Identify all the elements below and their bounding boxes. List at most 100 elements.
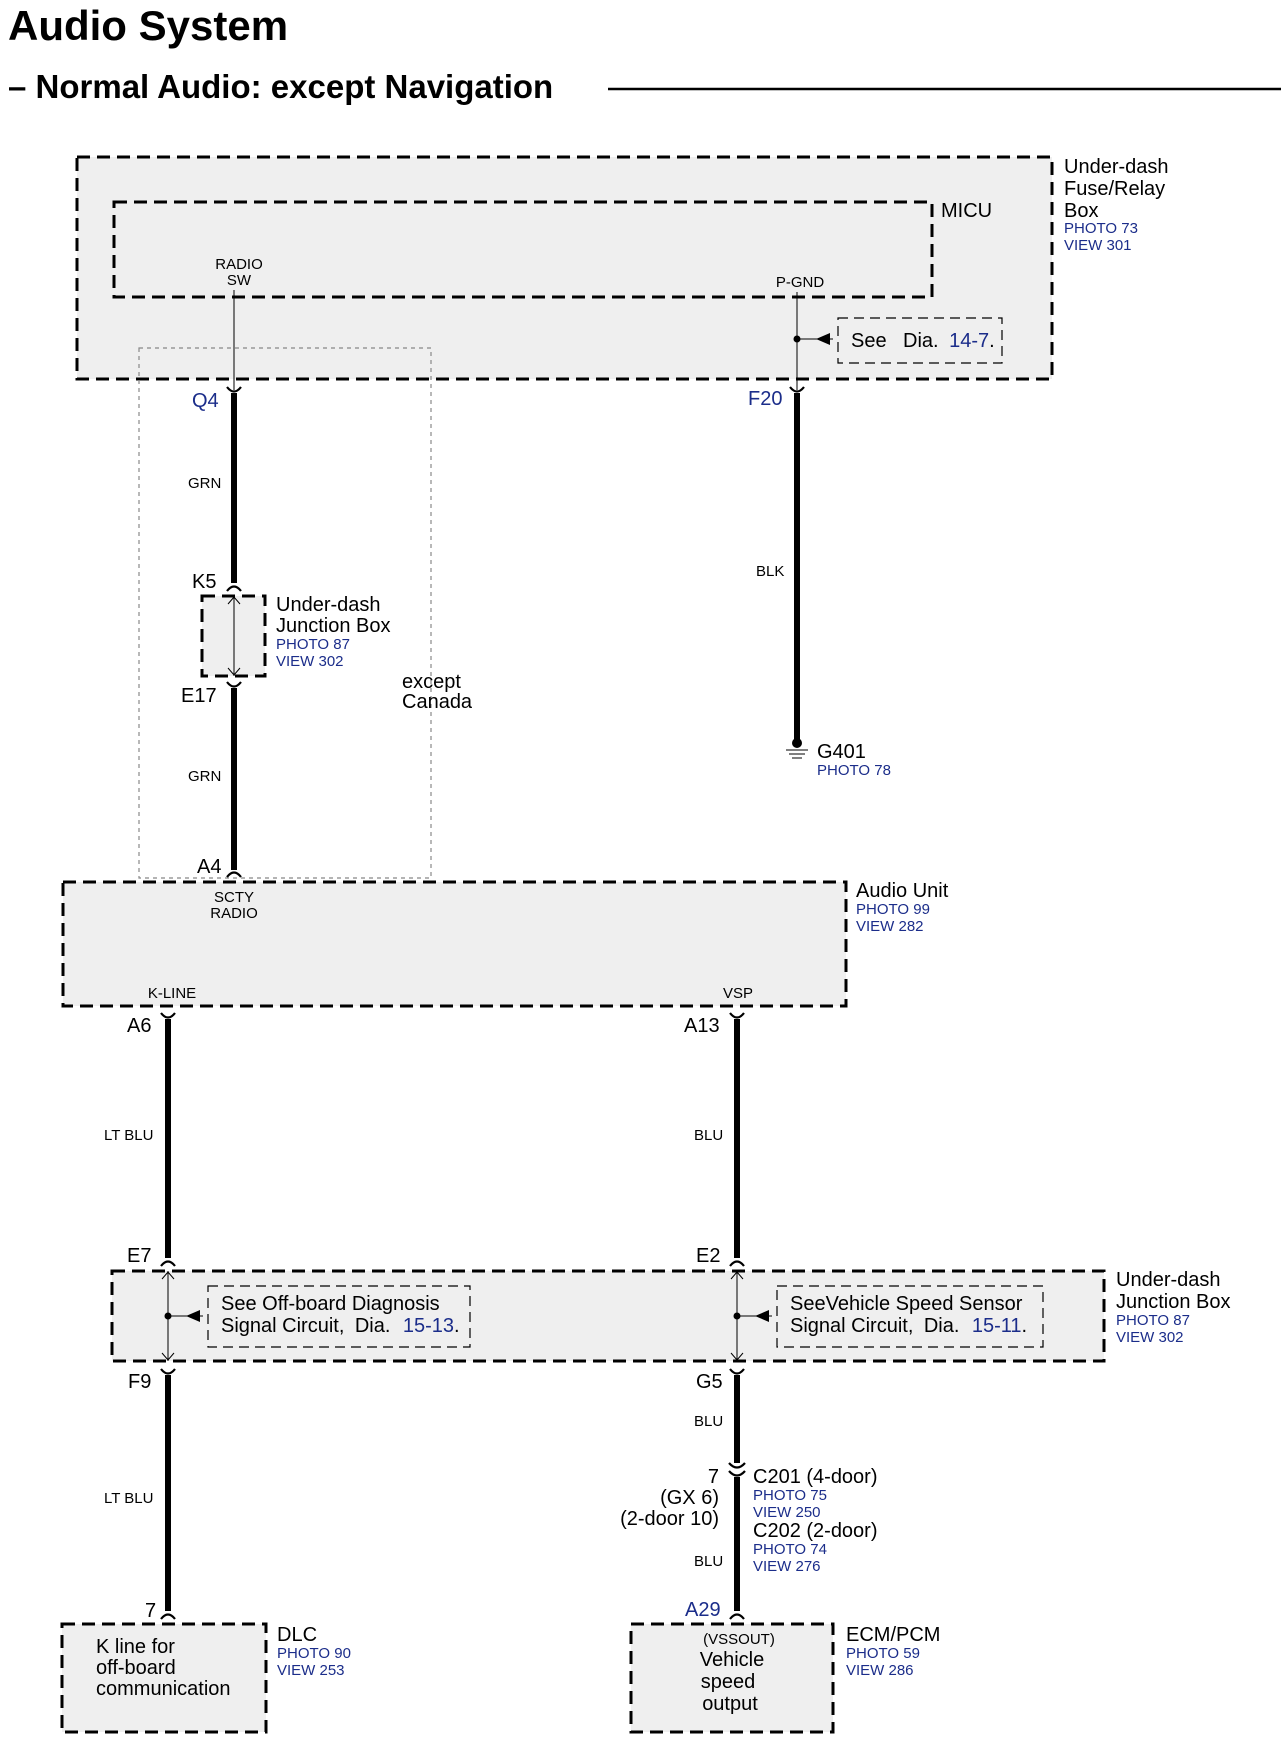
fuse-relay-box [75,155,1054,381]
c202-photo: PHOTO 74 [753,1541,827,1558]
fuse-relay-box-photo: PHOTO 73 [1064,220,1138,237]
junction-big-left-ref-arrow [186,1310,200,1322]
c202-label: C202 (2-door) [753,1520,878,1542]
c201-connector-symbol-top [728,1462,746,1469]
blu-wire-3-label: BLU [694,1553,723,1570]
a6-connector-label: A6 [127,1015,151,1037]
q4-connector-label: Q4 [192,390,219,412]
c201-pin-2door10: (2-door 10) [620,1508,719,1530]
f20-connector-symbol [789,386,805,393]
g401-photo: PHOTO 78 [817,762,891,779]
k5-connector-symbol [226,585,242,592]
g401-ground-dot [792,738,802,748]
a4-connector-symbol [226,871,242,878]
junction-big-left-arrow-top [161,1271,175,1280]
grn-wire-1-label: GRN [188,475,221,492]
c202-view: VIEW 276 [753,1558,821,1575]
q4-connector-symbol [226,386,242,393]
c201-label: C201 (4-door) [753,1466,878,1488]
audio-unit-box [61,880,848,1008]
f20-connector-label: F20 [748,388,782,410]
c201-pin-gx6: (GX 6) [660,1487,719,1509]
c201-connector-symbol-bottom [728,1470,746,1477]
e2-connector-label: E2 [696,1245,720,1267]
ecm-desc-3: speed [701,1671,756,1693]
junction-big-label-2: Junction Box [1116,1291,1231,1313]
ecm-desc-2: Vehicle [700,1649,765,1671]
fuse-relay-box-label-1: Under-dash [1064,156,1169,178]
f9-connector-symbol [160,1368,176,1375]
fuse-relay-box-label-3: Box [1064,200,1098,222]
g5-connector-symbol [729,1368,745,1375]
vsp-label: VSP [723,985,753,1002]
dlc-photo: PHOTO 90 [277,1645,351,1662]
a13-connector-label: A13 [684,1015,720,1037]
e17-connector-symbol [226,681,242,688]
audio-unit-view: VIEW 282 [856,918,924,935]
a13-connector-symbol [729,1012,745,1019]
radio-sw-label-2: SW [227,272,252,289]
a4-connector-label: A4 [197,856,221,878]
grn-wire-2-label: GRN [188,768,221,785]
a29-connector-symbol [729,1613,745,1620]
e7-connector-label: E7 [127,1245,151,1267]
micu-box [112,200,934,299]
ecm-view: VIEW 286 [846,1662,914,1679]
g5-connector-label: G5 [696,1371,723,1393]
see-dia-15-13-line2: Signal Circuit, Dia. 15-13. [221,1315,460,1337]
junction-small-arrow-bottom [227,667,241,676]
see-dia-15-13-note [207,1285,471,1348]
junction-small-photo: PHOTO 87 [276,636,350,653]
see-dia-15-11-note [776,1285,1044,1348]
dlc-view: VIEW 253 [277,1662,345,1679]
junction-big-right-arrow-top [730,1271,744,1280]
dlc-desc-3: communication [96,1678,231,1700]
dlc-pin-connector-symbol [160,1613,176,1620]
junction-big-right-arrow-bottom [730,1352,744,1361]
pgnd-see-ref-arrow [816,333,830,345]
dlc-box [60,1622,268,1734]
e17-connector-label: E17 [181,685,217,707]
scty-radio-label-2: RADIO [210,905,258,922]
c201-pin-7: 7 [708,1466,719,1488]
e7-connector-symbol [160,1260,176,1267]
see-dia-14-7-text: See Dia. 14-7. [851,330,995,352]
kline-label: K-LINE [148,985,196,1002]
f9-connector-label: F9 [128,1371,151,1393]
junction-small-arrow-top [227,596,241,605]
junction-big-right-ref-arrow [755,1310,769,1322]
page-subtitle: – Normal Audio: except Navigation [8,68,553,105]
blu-wire-2-label: BLU [694,1413,723,1430]
ecm-desc-4: output [702,1693,758,1715]
except-canada-label-1: except [402,671,461,693]
e2-connector-symbol [729,1260,745,1267]
c201-photo: PHOTO 75 [753,1487,827,1504]
scty-radio-label-1: SCTY [214,889,254,906]
junction-big-photo: PHOTO 87 [1116,1312,1190,1329]
g401-label: G401 [817,741,866,763]
junction-small-label-1: Under-dash [276,594,381,616]
ecm-photo: PHOTO 59 [846,1645,920,1662]
ltblu-wire-1-label: LT BLU [104,1127,153,1144]
junction-big-left-arrow-bottom [161,1352,175,1361]
ecm-desc-1: (VSSOUT) [703,1631,775,1648]
junction-small-view: VIEW 302 [276,653,344,670]
dlc-desc-2: off-board [96,1657,176,1679]
dlc-pin-label: 7 [145,1600,156,1622]
fuse-relay-box-label-2: Fuse/Relay [1064,178,1165,200]
junction-big-label-1: Under-dash [1116,1269,1221,1291]
radio-sw-label-1: RADIO [215,256,263,273]
a29-connector-label: A29 [685,1599,721,1621]
k5-connector-label: K5 [192,571,216,593]
see-dia-15-11-line2: Signal Circuit, Dia. 15-11. [790,1315,1027,1337]
a6-connector-symbol [160,1012,176,1019]
ltblu-wire-2-label: LT BLU [104,1490,153,1507]
ecm-label: ECM/PCM [846,1624,940,1646]
see-dia-15-11-line1: SeeVehicle Speed Sensor [790,1293,1023,1315]
blk-wire-label: BLK [756,563,784,580]
see-dia-15-13-line1: See Off-board Diagnosis [221,1293,440,1315]
audio-unit-photo: PHOTO 99 [856,901,930,918]
dlc-desc-1: K line for [96,1636,175,1658]
except-canada-region [138,347,432,879]
